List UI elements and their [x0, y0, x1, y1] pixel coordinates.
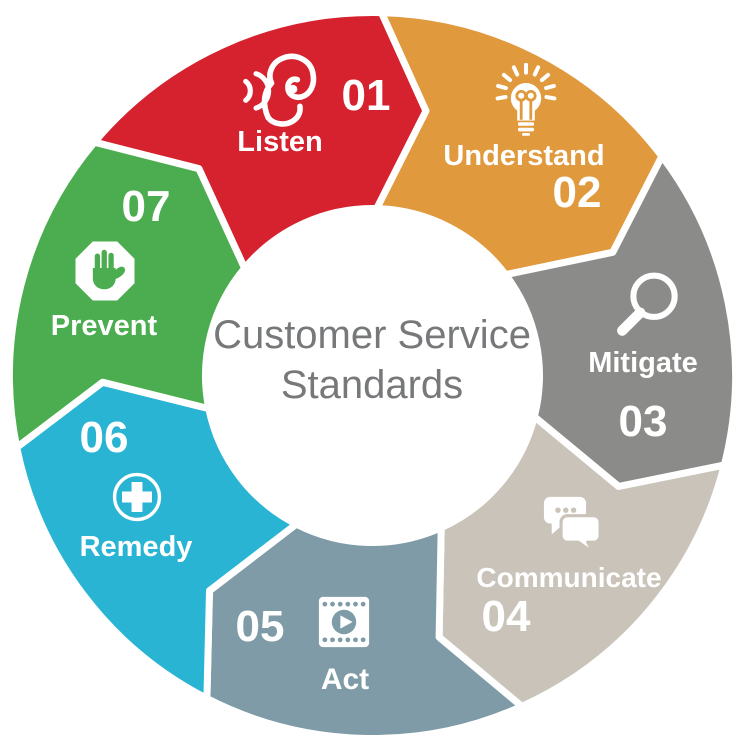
- segment-number: 06: [80, 413, 129, 462]
- segment-label: Prevent: [51, 310, 158, 342]
- segment-label: Understand: [443, 140, 604, 172]
- segment-mitigate: 03 Mitigate: [502, 152, 740, 490]
- segment-shape-listen: [90, 9, 430, 272]
- segment-number: 01: [342, 71, 391, 120]
- stop-hand-icon: [75, 241, 135, 301]
- segment-number: 07: [122, 182, 171, 231]
- segment-label: Act: [321, 663, 369, 696]
- segment-label: Remedy: [80, 531, 193, 563]
- segment-shape-prevent: [6, 138, 249, 451]
- diagram-title-line1: Customer Service: [213, 313, 531, 357]
- segments-ring: 01Listen02Understand03Mitigate04Communic…: [6, 9, 740, 742]
- film-play-icon: [318, 596, 370, 648]
- segment-label: Mitigate: [588, 347, 698, 379]
- segment-shape-communicate: [435, 413, 728, 710]
- segment-number: 05: [236, 602, 285, 651]
- segment-number: 02: [553, 168, 602, 217]
- center-circle: [212, 215, 533, 536]
- segment-shape-understand: [373, 9, 666, 279]
- segment-number: 03: [619, 397, 668, 446]
- segment-shape-remedy: [13, 378, 300, 702]
- segment-number: 04: [482, 592, 531, 641]
- segment-label: Communicate: [476, 562, 661, 593]
- segment-shape-mitigate: [502, 152, 740, 490]
- segment-label: Listen: [237, 126, 322, 158]
- diagram-title-line2: Standards: [281, 363, 463, 407]
